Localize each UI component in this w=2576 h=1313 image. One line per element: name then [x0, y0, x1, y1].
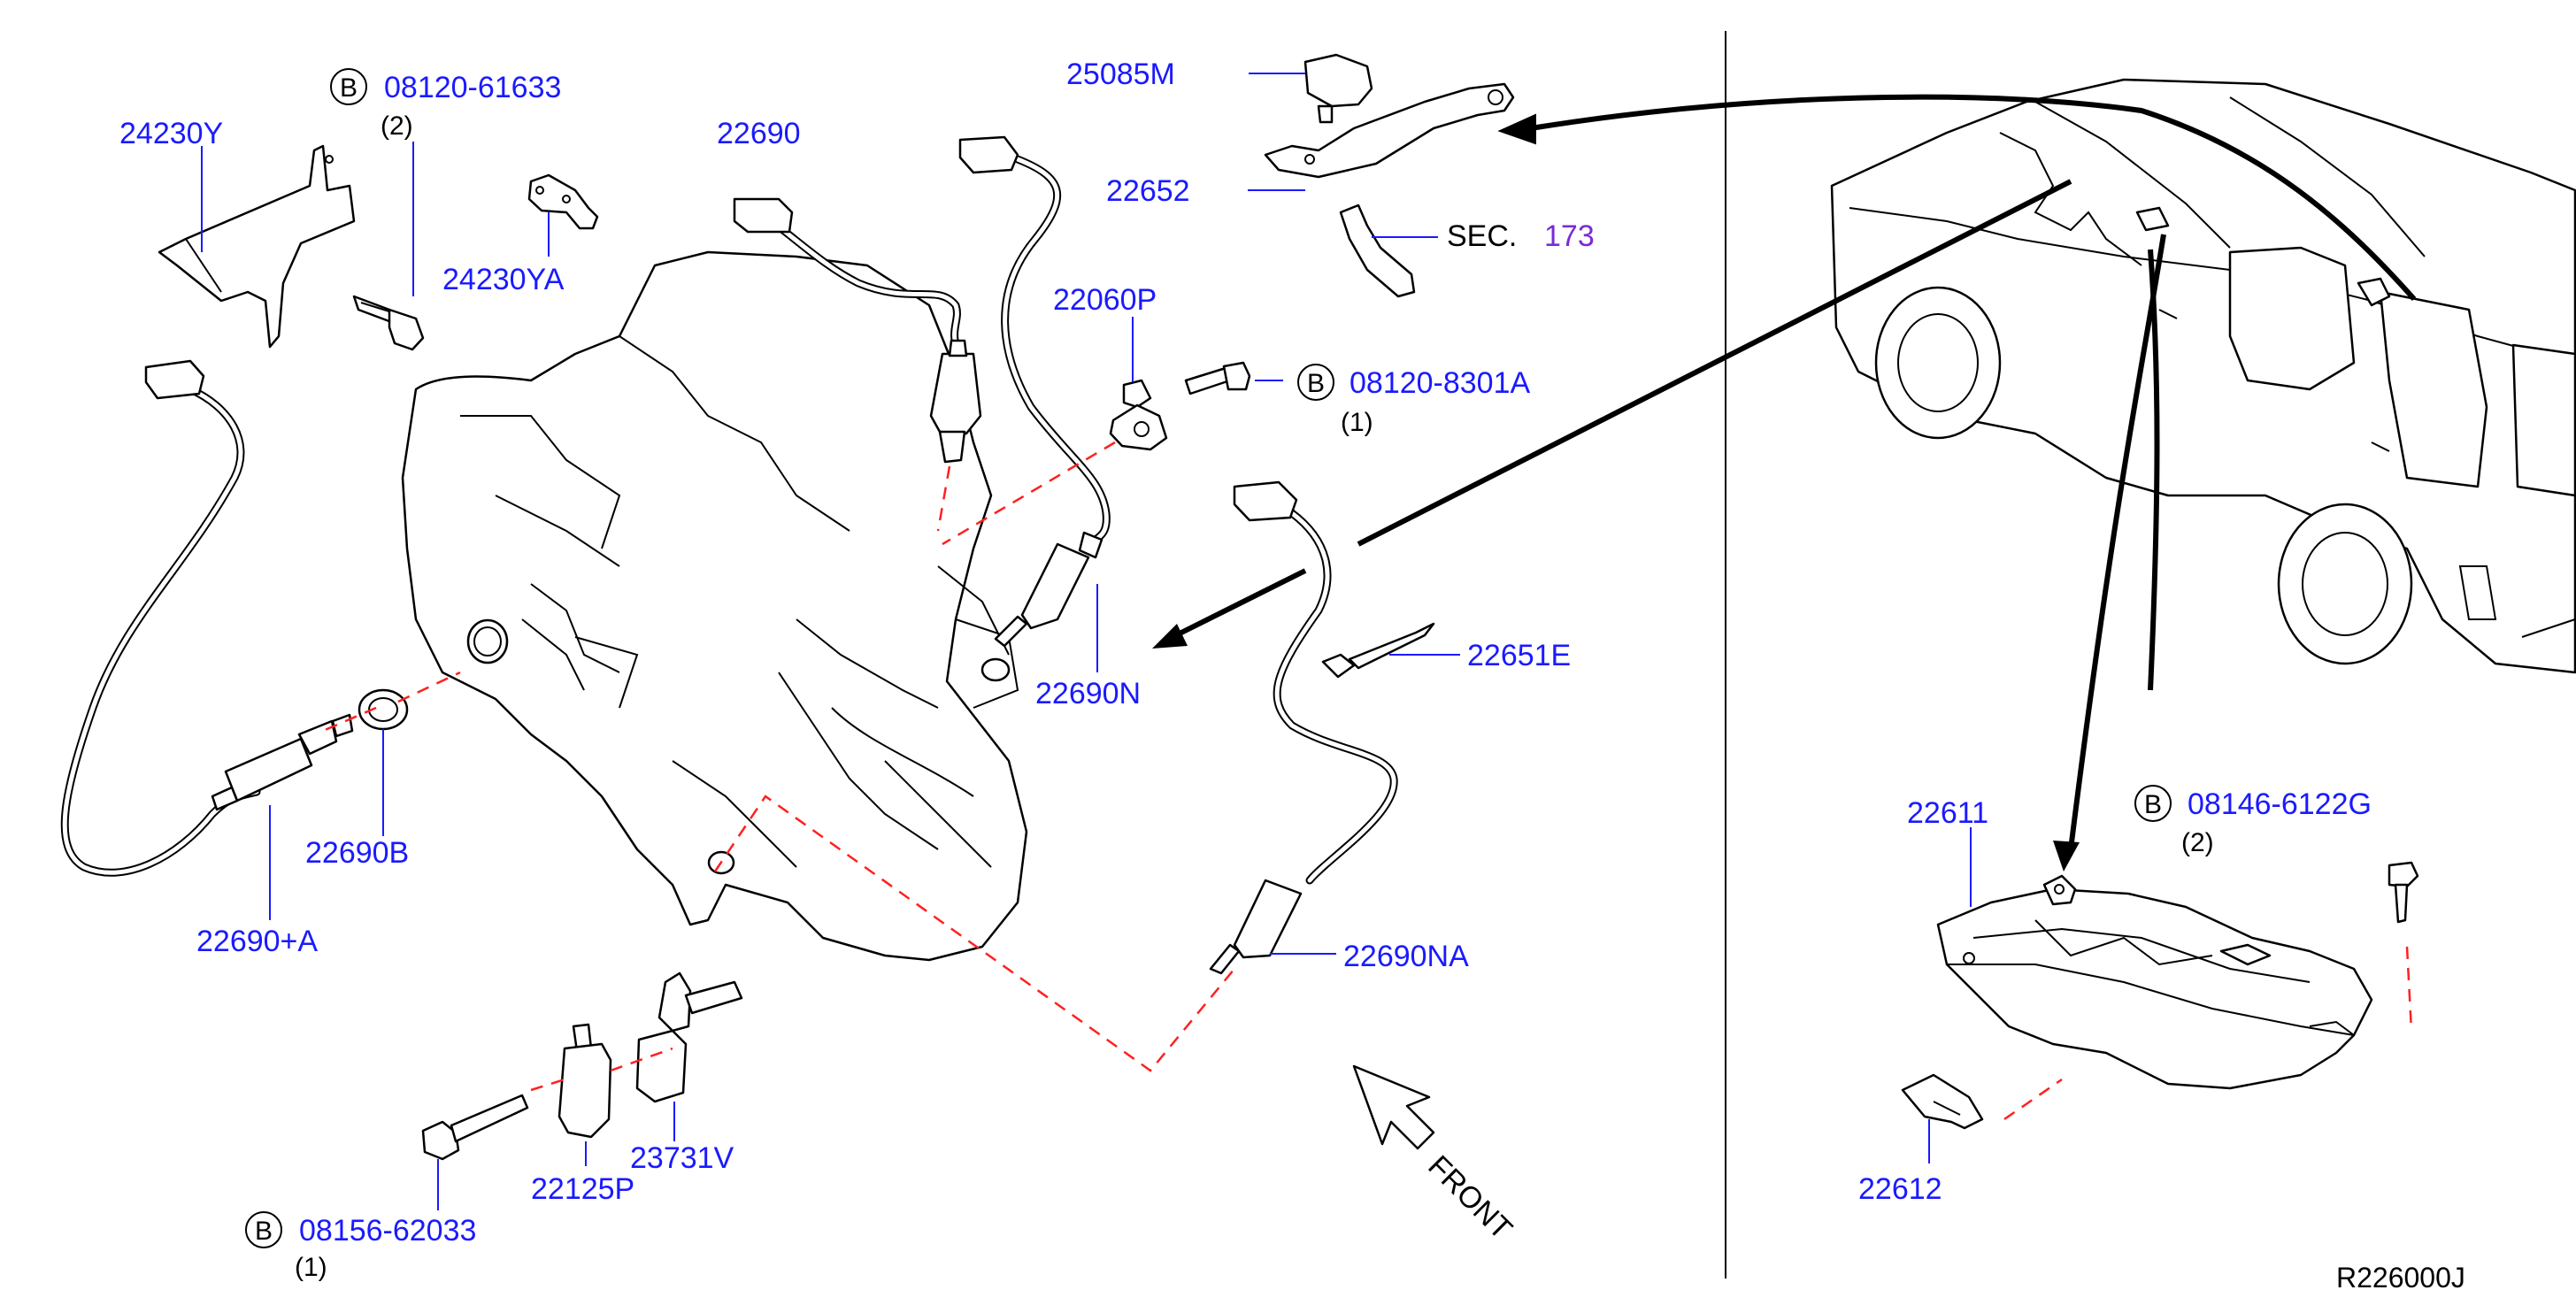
label-22651e: 22651E: [1467, 639, 1571, 672]
sensor-23731v-illustration: [635, 971, 743, 1103]
label-22690n: 22690N: [1035, 677, 1141, 710]
part-labels: 24230Y 08120-61633 (2) 22690 24230YA 250…: [119, 58, 2465, 1294]
label-22690b: 22690B: [305, 836, 409, 870]
label-sec-173: 173: [1544, 219, 1595, 253]
hose-sec173-illustration: [1339, 203, 1416, 298]
label-bolt-08120-61633: 08120-61633: [384, 71, 561, 104]
bolt-symbol-circles: B B B B: [245, 68, 2172, 1248]
transmission-illustration: [401, 250, 1028, 962]
label-sec: SEC.: [1447, 219, 1517, 253]
label-22125p: 22125P: [531, 1172, 634, 1206]
oxygen-sensor-22690na-illustration: [1209, 480, 1398, 975]
label-25085m: 25085M: [1066, 58, 1175, 91]
bolt-symbol-2: B: [1307, 369, 1325, 398]
clip-22651e-illustration: [1321, 622, 1435, 679]
bolt-08146-6122g-illustration: [2388, 861, 2419, 924]
sensor-22125p-illustration: [557, 1023, 612, 1139]
label-22690a: 22690+A: [196, 925, 318, 958]
mounting-guide-lines: [322, 441, 2413, 1121]
bolt-08120-61633-illustration: [352, 295, 425, 351]
bracket-24230y: [158, 144, 356, 349]
bolt-symbol-4: B: [2144, 790, 2162, 819]
gasket-22690b-illustration: [358, 688, 409, 731]
label-22690-top: 22690: [717, 117, 801, 150]
qty-bolt-08156-62033: (1): [295, 1253, 327, 1282]
label-22612: 22612: [1858, 1172, 1942, 1206]
bolt-08156-62033-illustration: [421, 1094, 529, 1161]
qty-bolt-08120-61633: (2): [381, 111, 413, 141]
bracket-22652-illustration: [1264, 82, 1515, 179]
ecm-22611-illustration: [1936, 874, 2373, 1090]
diagram-reference-number: R226000J: [2336, 1262, 2465, 1294]
bolt-symbol-3: B: [255, 1217, 273, 1246]
qty-bolt-08120-8301a: (1): [1341, 408, 1373, 437]
sensor-25085m-illustration: [1303, 53, 1373, 124]
leader-lines: [201, 73, 1972, 1210]
label-22060p: 22060P: [1053, 283, 1157, 317]
oxygen-sensor-22690-illustration: [733, 197, 982, 464]
vehicle-illustration: [1830, 78, 2576, 674]
bracket-22612-illustration: [1901, 1073, 1984, 1130]
label-24230ya: 24230YA: [442, 263, 565, 296]
label-24230y: 24230Y: [119, 117, 223, 150]
knock-sensor-22060p-illustration: [1109, 361, 1251, 451]
bracket-24230ya: [527, 173, 599, 230]
label-bolt-08120-8301a: 08120-8301A: [1350, 366, 1531, 400]
label-bolt-08146-6122g: 08146-6122G: [2188, 787, 2372, 821]
label-22652: 22652: [1106, 174, 1190, 208]
label-bolt-08156-62033: 08156-62033: [299, 1214, 476, 1248]
front-label: FRONT: [1421, 1149, 1519, 1247]
oxygen-sensor-22690a-illustration: [60, 359, 354, 877]
reference-arrows: [1152, 94, 2417, 871]
oxygen-sensor-22690n-illustration: [958, 135, 1111, 648]
label-22611: 22611: [1907, 796, 1988, 830]
qty-bolt-08146-6122g: (2): [2181, 828, 2214, 857]
bolt-symbol-1: B: [340, 73, 358, 103]
front-direction-arrow: FRONT: [1352, 1064, 1519, 1247]
label-22690na: 22690NA: [1343, 940, 1469, 973]
label-23731v: 23731V: [630, 1141, 734, 1175]
